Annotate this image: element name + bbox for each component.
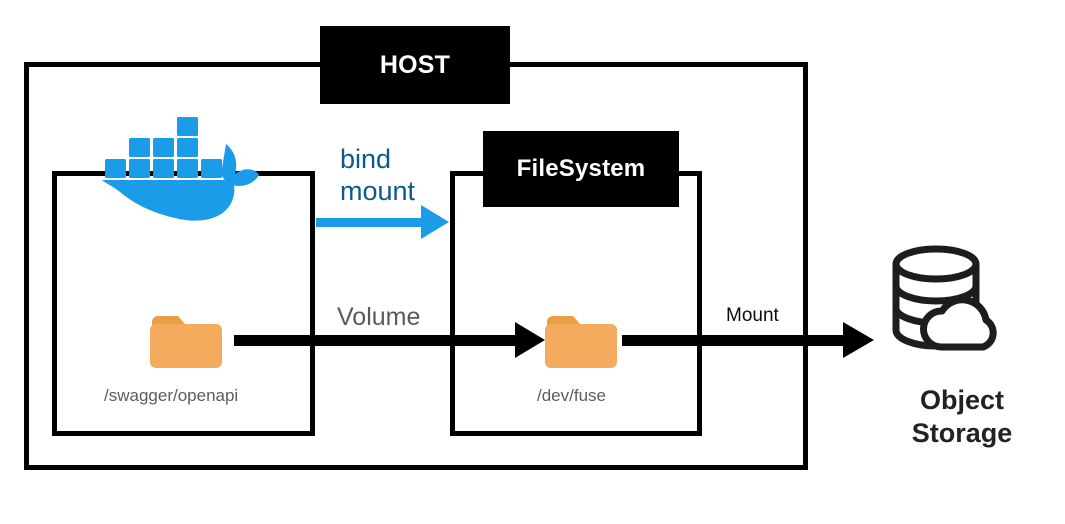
path-label-dev-fuse: /dev/fuse [537,386,606,405]
filesystem-label-plate: FileSystem [483,131,679,207]
object-storage-label: Object Storage [911,385,1013,448]
docker-whale-logo [102,114,260,221]
folder-icon-swagger-openapi [148,310,224,372]
database-cloud-icon [884,244,1006,362]
bind-mount-arrow-line [316,218,424,227]
folder-icon-dev-fuse [543,310,619,372]
bind-mount-arrow-head [421,205,449,239]
mount-arrow-head [843,322,874,358]
volume-label: Volume [332,303,426,332]
path-label-swagger-openapi: /swagger/openapi [104,386,239,405]
host-label-plate: HOST [320,26,510,104]
host-label-text: HOST [379,50,451,79]
bind-mount-label: bind mount [340,144,416,206]
filesystem-label-text: FileSystem [516,155,646,182]
volume-arrow-line [234,335,518,346]
volume-arrow-head [515,322,545,358]
mount-arrow-line [622,335,846,346]
mount-label: Mount [722,305,783,327]
